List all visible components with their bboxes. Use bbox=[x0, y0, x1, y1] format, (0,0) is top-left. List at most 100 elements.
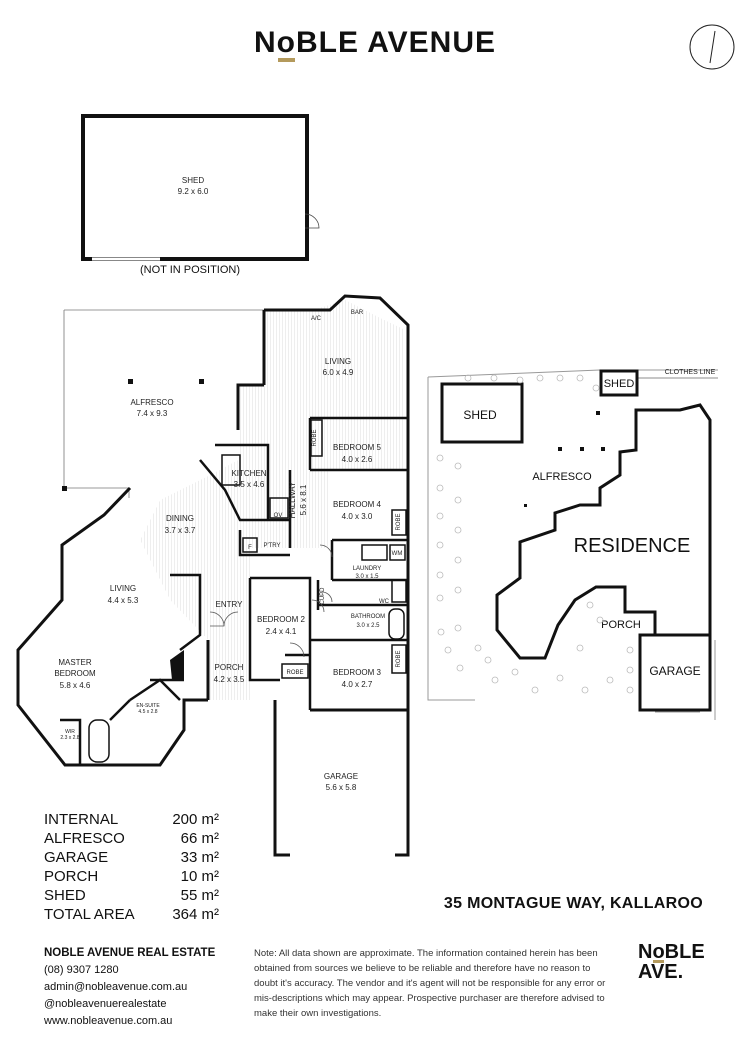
footer-logo-n: N bbox=[638, 941, 653, 963]
brand-logo-n: N bbox=[253, 26, 277, 59]
site-shed-label: SHED bbox=[463, 408, 497, 422]
area-row: GARAGE 33 m² bbox=[44, 848, 244, 867]
area-label: SHED bbox=[44, 887, 86, 904]
ac-label: A/C bbox=[311, 316, 322, 322]
floor-plan: SHED 9.2 x 6.0 (NOT IN POSITION) ALFRESC… bbox=[16, 114, 718, 857]
hallway-label: HALLWAY bbox=[288, 481, 297, 518]
site-residence-label: RESIDENCE bbox=[574, 535, 691, 557]
robe2-label: ROBE bbox=[286, 670, 303, 676]
living-top-label: LIVING bbox=[325, 357, 351, 366]
bedroom5-label: BEDROOM 5 bbox=[333, 443, 382, 452]
alfresco-label: ALFRESCO bbox=[130, 398, 173, 407]
master-size: 5.8 x 4.6 bbox=[60, 681, 91, 690]
bedroom5-size: 4.0 x 2.6 bbox=[342, 455, 373, 464]
living-left-size: 4.4 x 5.3 bbox=[108, 596, 139, 605]
footer-logo-o: o bbox=[652, 941, 665, 963]
area-row: INTERNAL 200 m² bbox=[44, 810, 244, 829]
interior-walls bbox=[60, 416, 408, 765]
shed-size: 9.2 x 6.0 bbox=[178, 187, 209, 196]
area-value: 55 m² bbox=[180, 887, 219, 904]
social-handle[interactable]: @nobleavenuerealestate bbox=[44, 998, 167, 1010]
footer-logo-line2: AVE. bbox=[638, 961, 684, 983]
dining-label: DINING bbox=[166, 514, 194, 523]
living-top-size: 6.0 x 4.9 bbox=[323, 368, 354, 377]
master-label2: BEDROOM bbox=[54, 669, 96, 678]
area-row: TOTAL AREA 364 m² bbox=[44, 905, 244, 924]
wir-size: 2.3 x 2.8 bbox=[60, 735, 79, 741]
robe3-label: ROBE bbox=[396, 650, 402, 667]
master-label: MASTER bbox=[58, 658, 92, 667]
porch-label: PORCH bbox=[215, 663, 244, 672]
laundry-label: LAUNDRY bbox=[353, 566, 382, 572]
bedroom2-label: BEDROOM 2 bbox=[257, 615, 306, 624]
area-row: SHED 55 m² bbox=[44, 886, 244, 905]
bar-label: BAR bbox=[351, 310, 364, 316]
wir-label: WIR bbox=[65, 729, 75, 735]
area-label: ALFRESCO bbox=[44, 830, 125, 847]
bathroom-label: BATHROOM bbox=[351, 614, 385, 620]
alfresco-area: ALFRESCO 7.4 x 9.3 bbox=[62, 309, 264, 498]
company-name: NOBLE AVENUE REAL ESTATE bbox=[44, 947, 216, 959]
site-garage-label: GARAGE bbox=[649, 664, 700, 678]
shed-outbuilding: SHED 9.2 x 6.0 (NOT IN POSITION) bbox=[81, 114, 320, 276]
kitchen-size: 3.5 x 4.6 bbox=[234, 480, 265, 489]
footer-logo: NoBLE AVE. bbox=[638, 942, 705, 982]
garage-label: GARAGE bbox=[324, 772, 358, 781]
shed-label: SHED bbox=[182, 176, 204, 185]
living-left-label: LIVING bbox=[110, 584, 136, 593]
ensuite-size: 4.5 x 2.8 bbox=[138, 709, 157, 715]
kitchen-label: KITCHEN bbox=[231, 469, 266, 478]
area-value: 10 m² bbox=[180, 868, 219, 885]
area-label: TOTAL AREA bbox=[44, 906, 135, 923]
ensuite-label: EN-SUITE bbox=[136, 703, 160, 709]
ov-label: OV bbox=[274, 513, 283, 519]
robe5-label: ROBE bbox=[312, 429, 318, 446]
area-label: GARAGE bbox=[44, 849, 109, 866]
site-porch-label: PORCH bbox=[601, 619, 641, 631]
cupd-label: CUPD bbox=[320, 587, 326, 605]
dining-size: 3.7 x 3.7 bbox=[165, 526, 196, 535]
area-row: PORCH 10 m² bbox=[44, 867, 244, 886]
site-alfresco-label: ALFRESCO bbox=[532, 471, 592, 483]
clothes-line-label: CLOTHES LINE bbox=[665, 369, 716, 376]
brand-logo-o: o bbox=[276, 26, 296, 62]
brand-logo: NoBLE AVENUE bbox=[0, 26, 750, 62]
property-address: 35 MONTAGUE WAY, KALLAROO bbox=[443, 895, 703, 912]
site-plan: CLOTHES LINE SHED SHED RESIDENCE ALFRESC… bbox=[427, 369, 718, 720]
hallway-size: 5.6 x 8.1 bbox=[299, 484, 308, 515]
f-label: F bbox=[248, 545, 252, 551]
area-value: 33 m² bbox=[180, 849, 219, 866]
shed-note: (NOT IN POSITION) bbox=[140, 264, 240, 276]
ptry-label: P'TRY bbox=[263, 543, 280, 549]
entry-label: ENTRY bbox=[216, 600, 244, 609]
bedroom2-size: 2.4 x 4.1 bbox=[266, 627, 297, 636]
bedroom4-label: BEDROOM 4 bbox=[333, 500, 382, 509]
area-label: INTERNAL bbox=[44, 811, 119, 828]
robe4-label: ROBE bbox=[396, 513, 402, 530]
site-shed-small-label: SHED bbox=[604, 378, 635, 390]
brand-logo-rest: BLE AVENUE bbox=[295, 26, 497, 59]
area-row: ALFRESCO 66 m² bbox=[44, 829, 244, 848]
north-compass-icon bbox=[689, 24, 735, 70]
wc-label: WC bbox=[379, 599, 390, 605]
footer-logo-rest: BLE bbox=[664, 941, 705, 963]
area-value: 200 m² bbox=[172, 811, 219, 828]
contact-block: NOBLE AVENUE REAL ESTATE (08) 9307 1280 … bbox=[44, 945, 215, 1030]
bedroom3-label: BEDROOM 3 bbox=[333, 668, 382, 677]
phone-number[interactable]: (08) 9307 1280 bbox=[44, 964, 119, 976]
laundry-size: 3.0 x 1.5 bbox=[355, 574, 379, 580]
garage-size: 5.6 x 5.8 bbox=[326, 783, 357, 792]
website-link[interactable]: www.nobleavenue.com.au bbox=[44, 1015, 173, 1027]
bathroom-size: 3.0 x 2.5 bbox=[356, 623, 380, 629]
area-value: 364 m² bbox=[172, 906, 219, 923]
porch-size: 4.2 x 3.5 bbox=[214, 675, 245, 684]
disclaimer-note: Note: All data shown are approximate. Th… bbox=[254, 948, 606, 1019]
area-summary: INTERNAL 200 m² ALFRESCO 66 m² GARAGE 33 m²… bbox=[44, 810, 244, 924]
wm-label: WM bbox=[392, 551, 403, 557]
email-link[interactable]: admin@nobleavenue.com.au bbox=[44, 981, 188, 993]
bedroom3-size: 4.0 x 2.7 bbox=[342, 680, 373, 689]
alfresco-size: 7.4 x 9.3 bbox=[137, 409, 168, 418]
area-label: PORCH bbox=[44, 868, 99, 885]
area-value: 66 m² bbox=[180, 830, 219, 847]
bedroom4-size: 4.0 x 3.0 bbox=[342, 512, 373, 521]
